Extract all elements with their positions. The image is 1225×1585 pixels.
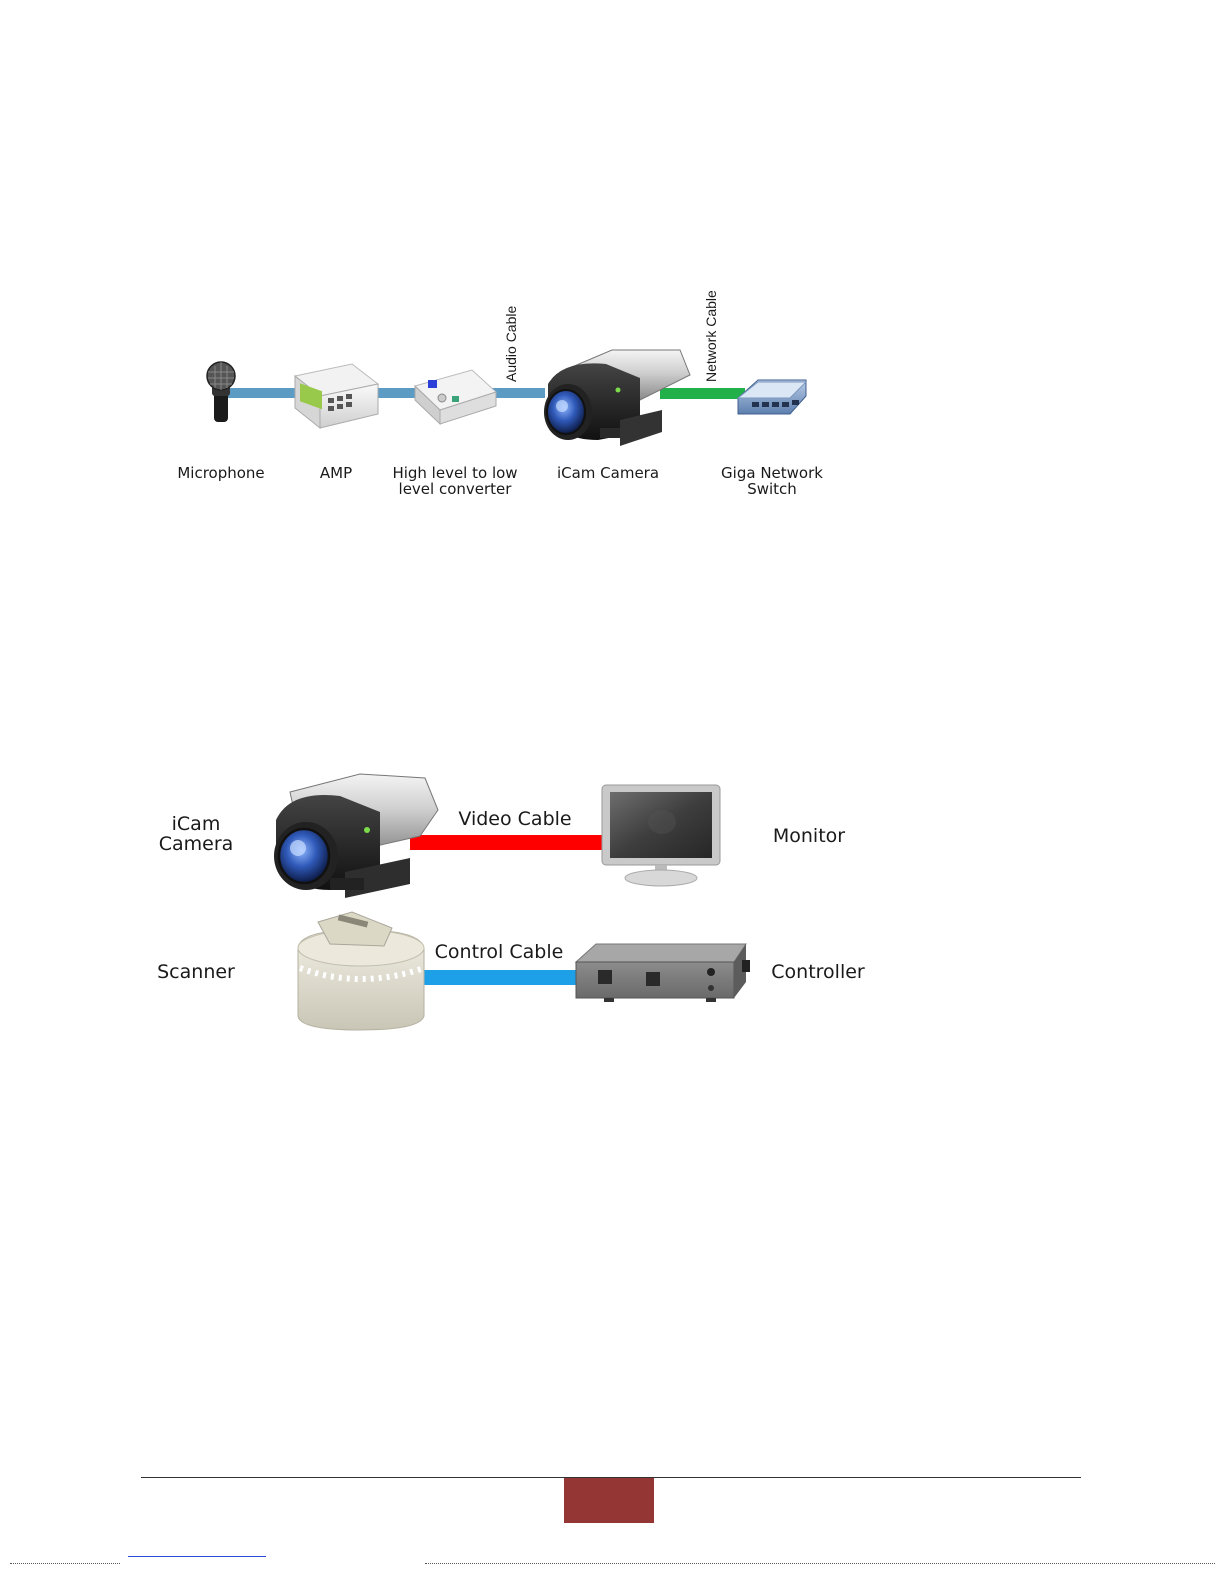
control-cable-label: Control Cable — [420, 942, 578, 963]
video-cable-label: Video Cable — [440, 809, 590, 830]
video-cable — [410, 835, 610, 850]
camera-icon-2 — [274, 774, 438, 898]
monitor-label: Monitor — [756, 826, 862, 847]
switch-label-line2: Switch — [702, 481, 842, 498]
audio-cable-label: Audio Cable — [503, 306, 519, 382]
microphone-label: Microphone — [158, 465, 284, 482]
amp-label: AMP — [306, 465, 366, 482]
footer-dotted-rule-right — [425, 1563, 1215, 1565]
converter-icon — [415, 370, 496, 424]
camera-label-line1: iCam — [146, 814, 246, 835]
network-switch-icon — [738, 380, 806, 414]
controller-label: Controller — [758, 962, 878, 983]
network-cable — [660, 388, 745, 399]
footer-link-underline — [128, 1556, 266, 1557]
network-cable-label: Network Cable — [703, 290, 719, 382]
converter-label-line2: level converter — [376, 481, 534, 498]
amp-icon — [295, 364, 378, 428]
control-cable — [415, 970, 577, 985]
camera-label-line2: Camera — [146, 834, 246, 855]
monitor-icon — [602, 785, 720, 886]
audio-cable — [225, 388, 545, 398]
controller-icon — [576, 944, 750, 1002]
camera-label: iCam Camera — [543, 465, 673, 482]
footer-dotted-rule-left — [10, 1563, 120, 1565]
scanner-icon — [298, 912, 424, 1030]
scanner-label: Scanner — [146, 962, 246, 983]
page-number-box — [564, 1478, 654, 1523]
